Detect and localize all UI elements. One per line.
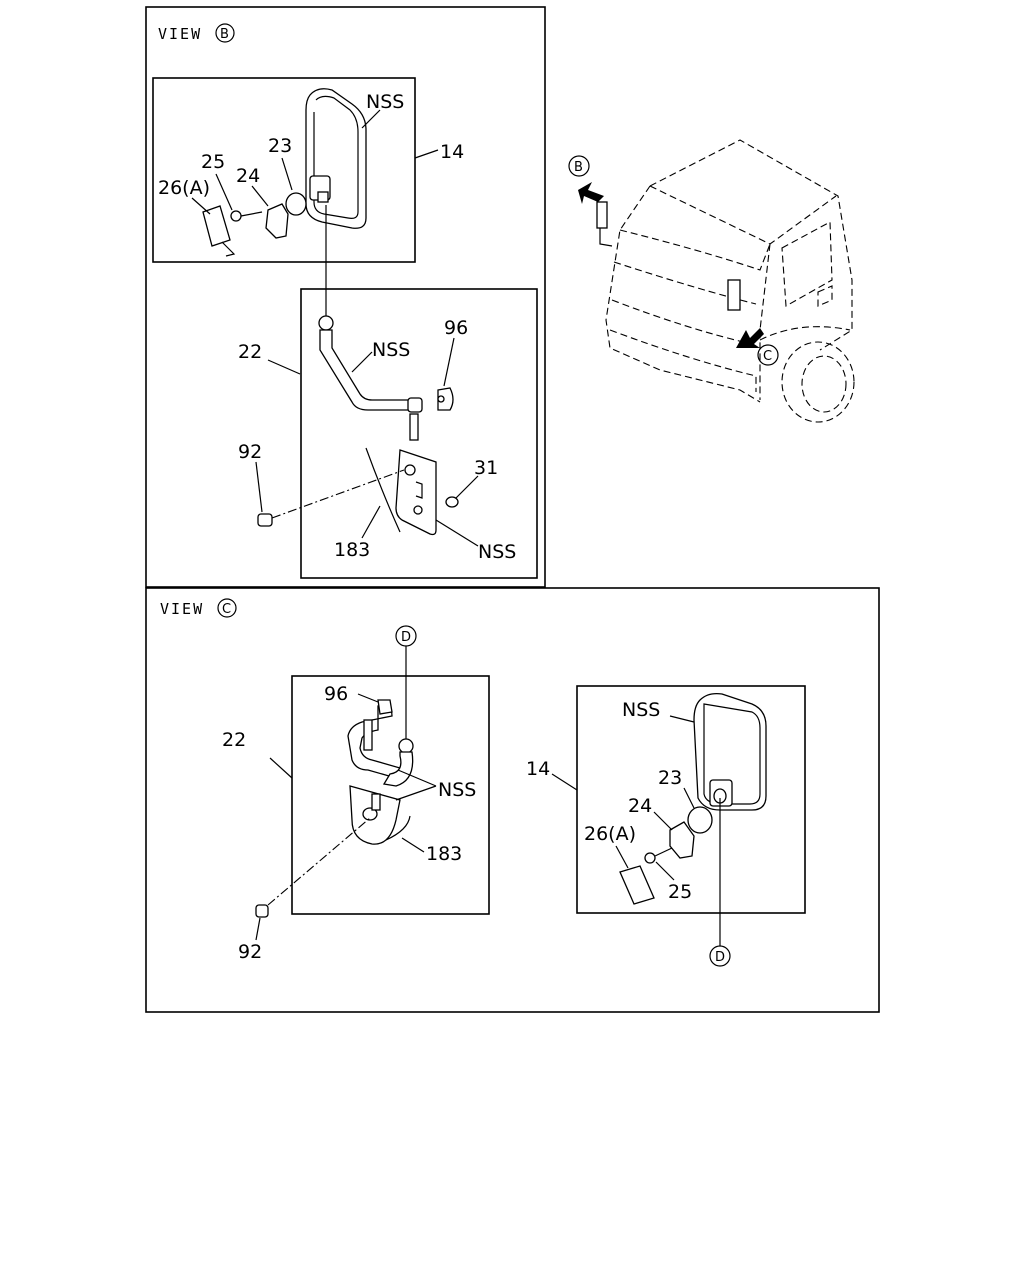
part-24-b (265, 203, 289, 239)
label-26a-c: 26(A) (584, 823, 636, 845)
overview-mirror-right (727, 279, 741, 311)
truck-overview: B C (568, 139, 855, 423)
label-22-b: 22 (238, 341, 262, 363)
label-23-b: 23 (268, 135, 292, 157)
label-183-c: 183 (426, 843, 462, 865)
label-96-b: 96 (444, 317, 468, 339)
part-24-c (669, 821, 695, 859)
overview-marker-c: C (763, 349, 772, 364)
label-25-b: 25 (201, 151, 225, 173)
part-23-c (687, 806, 713, 834)
overview-c-circle (757, 344, 779, 366)
view-c-marker-circle (217, 598, 237, 618)
label-92-c: 92 (238, 941, 262, 963)
view-b-title: VIEW (158, 25, 202, 43)
label-25-c: 25 (668, 881, 692, 903)
part-92-b (257, 469, 405, 527)
label-nss-bracket-b: NSS (478, 541, 516, 563)
label-nss-stay-c: NSS (438, 779, 476, 801)
label-92-b: 92 (238, 441, 262, 463)
part-96-b (437, 387, 454, 411)
view-b-arrow-icon (578, 182, 604, 204)
mirror-stay-b (318, 315, 423, 441)
mirror-head-c (693, 692, 767, 811)
overview-b-circle (568, 155, 590, 177)
part-23-b (285, 192, 307, 216)
label-nss-mirror-c: NSS (622, 699, 660, 721)
label-14-c: 14 (526, 758, 550, 780)
view-c-title: VIEW (160, 600, 204, 618)
label-nss-stay-b: NSS (372, 339, 410, 361)
label-24-b: 24 (236, 165, 260, 187)
view-c-mirror-box (576, 685, 806, 914)
label-d-top: D (401, 630, 411, 645)
view-b-marker-circle (215, 23, 235, 43)
overview-mirror-left (596, 201, 608, 229)
view-c-frame (145, 587, 880, 1013)
part-26a-c (619, 865, 655, 905)
label-22-c: 22 (222, 729, 246, 751)
view-b-frame (145, 6, 546, 588)
d-bottom-circle (709, 945, 731, 967)
view-c-panel: VIEW C D 96 22 (145, 587, 880, 1013)
view-c-marker: C (222, 602, 231, 617)
part-96-c (377, 699, 393, 715)
label-nss-mirror-b: NSS (366, 91, 404, 113)
overview-marker-b: B (574, 160, 583, 175)
part-92-c (255, 817, 371, 918)
label-23-c: 23 (658, 767, 682, 789)
label-d-bottom: D (715, 950, 725, 965)
part-26a-b (202, 205, 231, 247)
bracket-c (349, 785, 411, 845)
label-96-c: 96 (324, 683, 348, 705)
label-31-b: 31 (474, 457, 498, 479)
view-c-stay-box (291, 675, 490, 915)
label-26a-b: 26(A) (158, 177, 210, 199)
view-c-arrow-icon (736, 328, 764, 348)
label-14-b: 14 (440, 141, 464, 163)
part-25-b (230, 210, 263, 222)
view-b-panel: VIEW B NSS 14 23 25 (145, 6, 546, 588)
view-b-mirror-box (152, 77, 416, 263)
mirror-stay-c (347, 705, 414, 787)
label-183-b: 183 (334, 539, 370, 561)
label-24-c: 24 (628, 795, 652, 817)
mirror-head-b (305, 88, 367, 229)
part-31-b (445, 496, 459, 508)
view-b-stay-box (300, 288, 538, 579)
view-b-marker: B (220, 27, 229, 42)
part-25-c (644, 847, 673, 864)
bracket-b (365, 447, 437, 536)
